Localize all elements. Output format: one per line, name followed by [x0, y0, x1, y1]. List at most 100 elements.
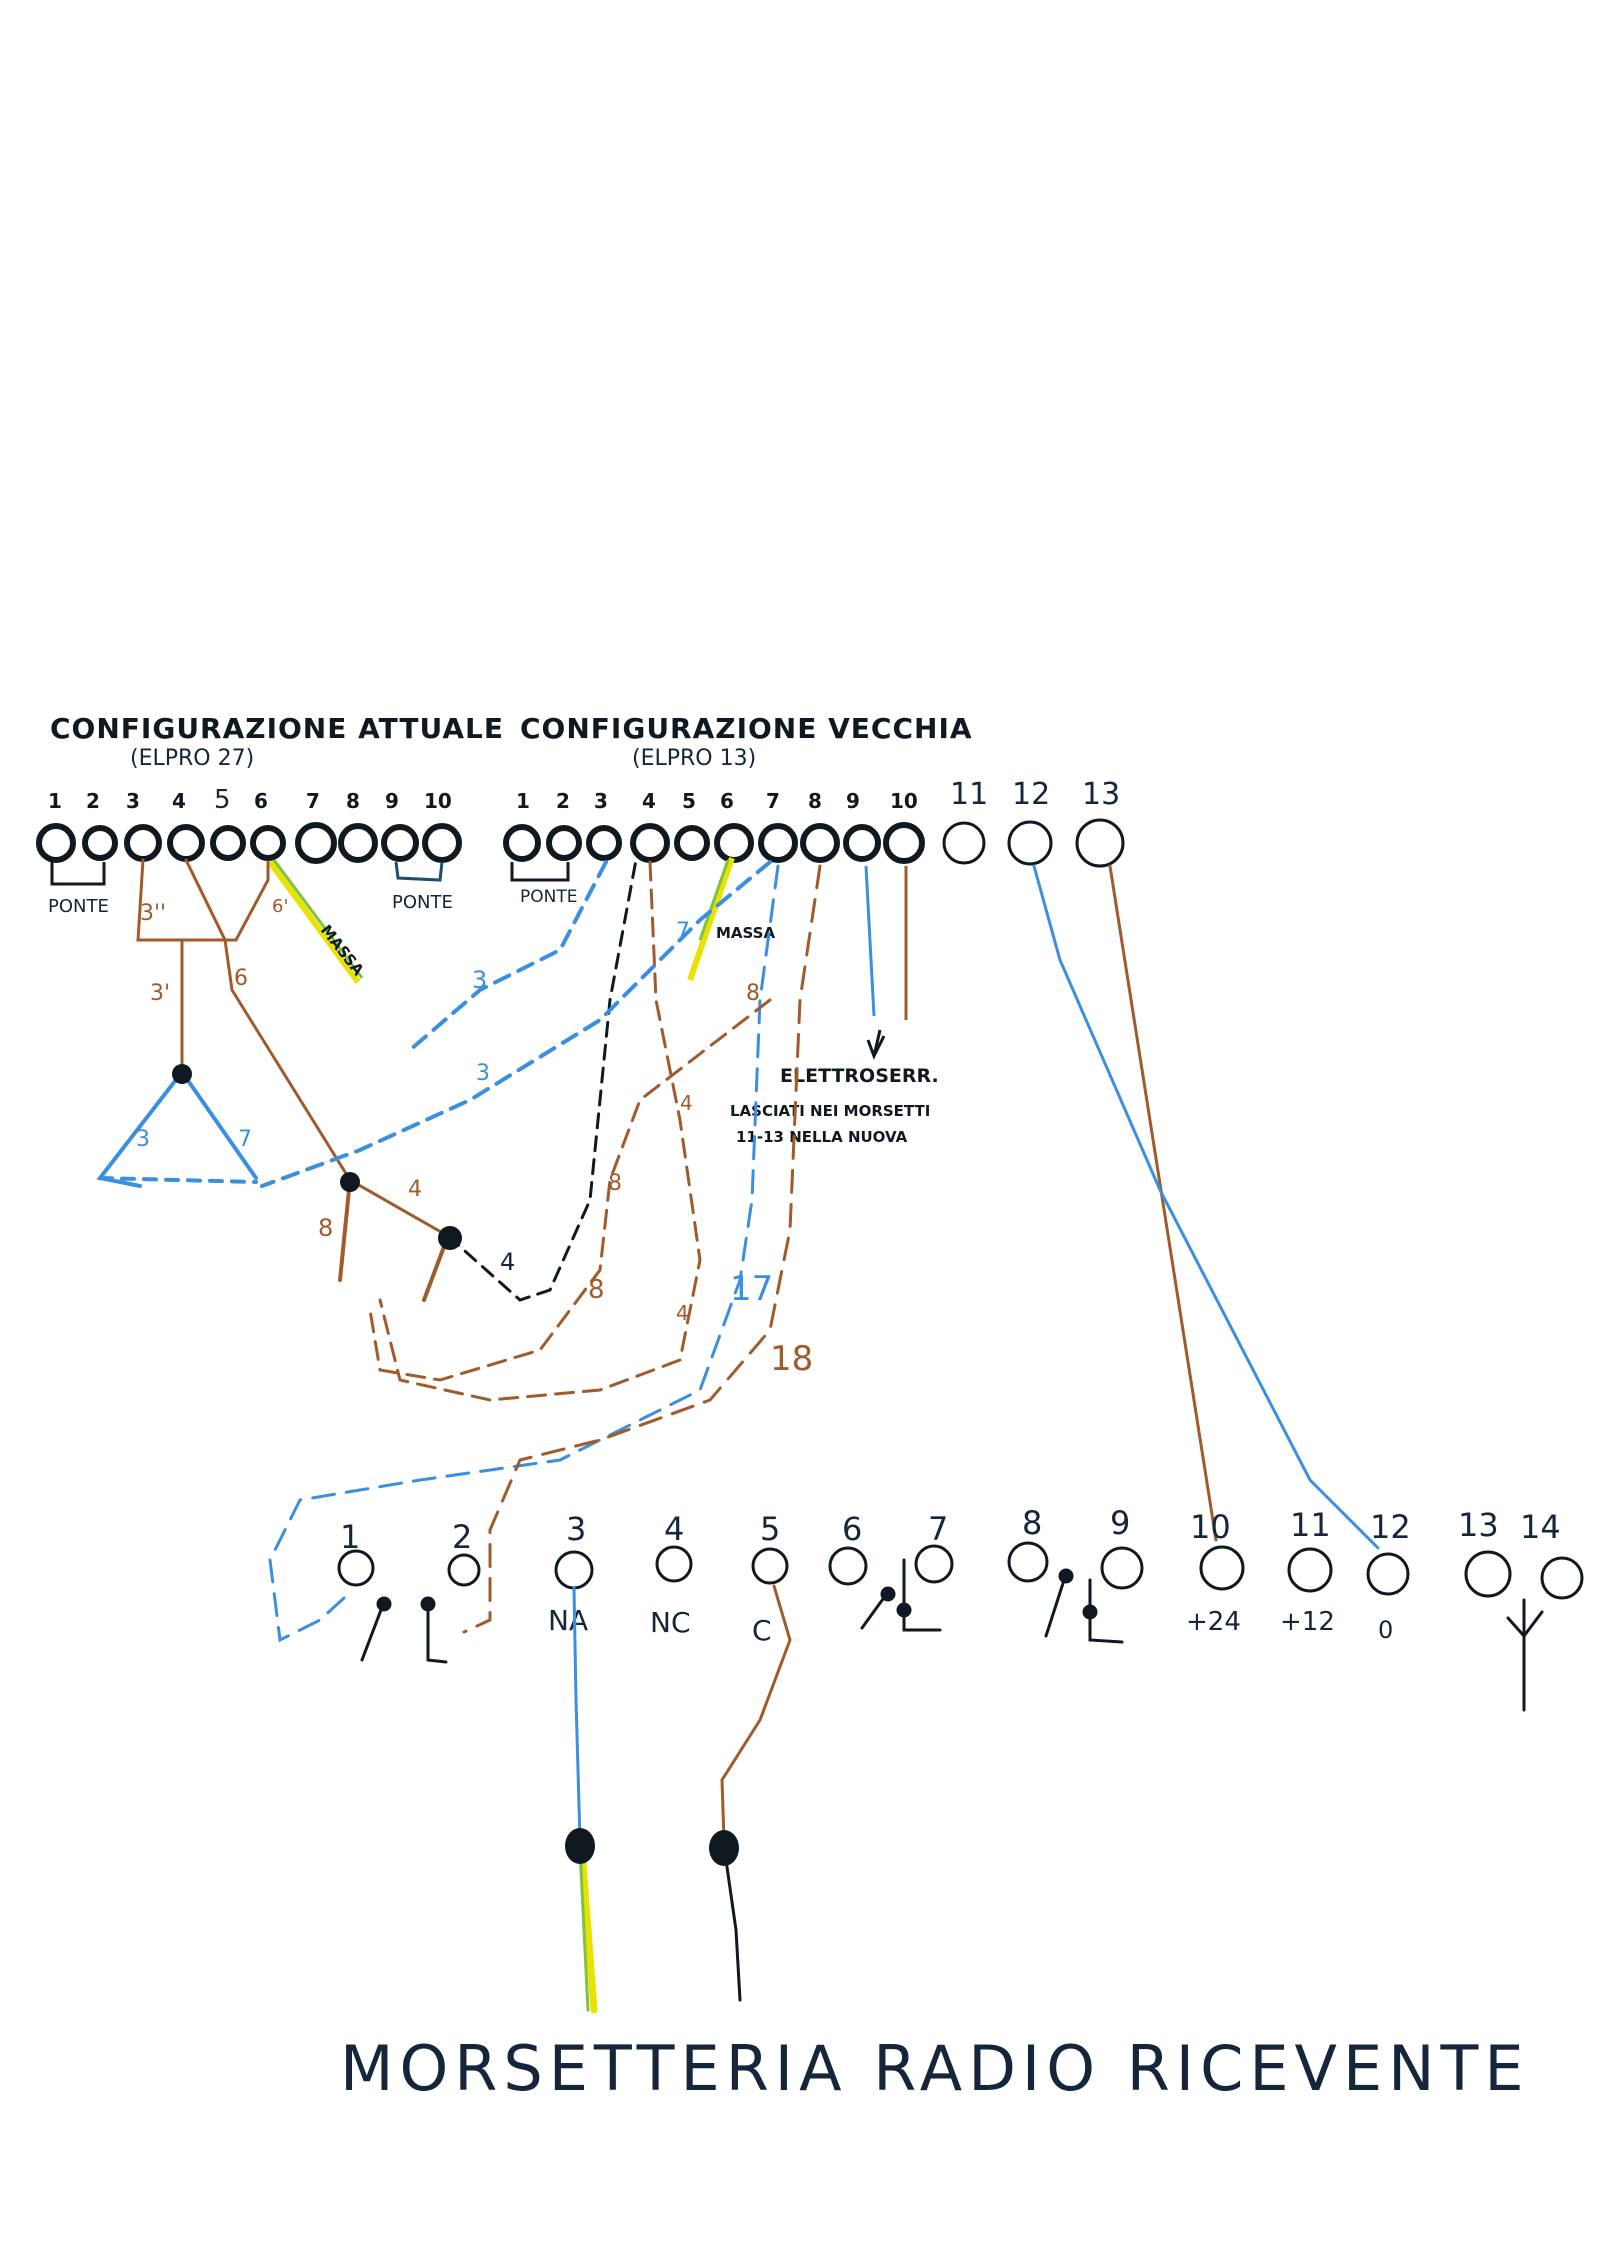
- terminal-number: 9: [846, 789, 860, 813]
- splice-dot: [709, 1830, 739, 1866]
- contact-symbol: [1044, 1572, 1068, 1638]
- wire-label: 6: [234, 966, 248, 991]
- bridge-label: PONTE: [48, 896, 109, 917]
- terminal: [630, 823, 670, 863]
- terminal: [250, 825, 286, 861]
- bridge-wire: [394, 861, 444, 882]
- ground-wire: [272, 859, 364, 979]
- wire-label: 8: [608, 1171, 622, 1196]
- ground-wire: [578, 1848, 590, 2012]
- terminal-number: 6: [842, 1510, 862, 1548]
- power-label-12: +12: [1280, 1607, 1335, 1637]
- terminal-number: 8: [808, 789, 822, 813]
- output-wiring: [572, 1584, 792, 2014]
- junction-dot: [340, 1172, 360, 1192]
- wire-label: 18: [770, 1339, 813, 1379]
- lock-arrow: [866, 1029, 886, 1060]
- terminal-number: 14: [1520, 1508, 1561, 1546]
- contact-dot: [896, 1602, 912, 1618]
- blue-wire: [408, 860, 608, 1052]
- terminal-number: 13: [1458, 1506, 1499, 1544]
- wire-label: 4: [676, 1301, 689, 1325]
- wire-label: 8: [318, 1214, 333, 1242]
- contact-dot: [1058, 1568, 1074, 1584]
- terminal-number: 2: [556, 789, 570, 813]
- contact-symbol: [426, 1600, 448, 1664]
- terminal-number: 13: [1082, 777, 1120, 812]
- terminal-number: 11: [1290, 1506, 1331, 1544]
- old-config-model: (ELPRO 13): [632, 746, 756, 771]
- terminal-number: 8: [1022, 1504, 1042, 1542]
- wire-label: 8: [588, 1275, 605, 1305]
- terminal-number: 7: [928, 1510, 948, 1548]
- junction-dot: [438, 1226, 462, 1250]
- terminal-number: 1: [340, 1518, 360, 1556]
- old-board: 1 2 3 4 5 6 7 8 9 10 11 12 13 P: [503, 777, 1125, 1146]
- contact-label-na: NA: [548, 1604, 588, 1637]
- terminal-number: 4: [172, 789, 186, 813]
- brown-wire: [136, 858, 270, 942]
- wire-label: 4: [408, 1177, 422, 1202]
- terminal: [167, 824, 205, 862]
- blue-wire: [1032, 864, 1380, 1550]
- terminal: [1007, 1541, 1049, 1583]
- terminal-number: 3: [126, 789, 140, 813]
- terminal: [674, 825, 710, 861]
- wire-label: 8: [746, 981, 760, 1006]
- power-label-24: +24: [1186, 1607, 1241, 1637]
- current-config-model: (ELPRO 27): [130, 746, 254, 771]
- terminal-number: 4: [642, 789, 656, 813]
- terminal: [295, 822, 337, 864]
- ground-wire: [578, 1846, 598, 2014]
- brown-wire: [338, 1178, 352, 1282]
- terminal: [210, 825, 246, 861]
- terminal: [337, 1549, 375, 1587]
- wire-label: 7: [676, 919, 690, 944]
- current-config-title: CONFIGURAZIONE ATTUALE: [50, 712, 504, 745]
- old-config-title: CONFIGURAZIONE VECCHIA: [520, 712, 973, 745]
- terminal-number: 2: [86, 789, 100, 813]
- black-wire: [446, 858, 638, 1302]
- terminal-number: 12: [1012, 777, 1050, 812]
- brown-wire: [184, 858, 450, 1238]
- terminal: [554, 1550, 594, 1590]
- antenna-symbol: [1506, 1598, 1544, 1712]
- wire-label: 3: [476, 1061, 490, 1086]
- terminal: [914, 1544, 954, 1584]
- junction-dot: [172, 1064, 192, 1084]
- terminal-number: 5: [760, 1510, 780, 1548]
- terminal-number: 1: [516, 789, 530, 813]
- current-board: 1 2 3 4 5 6 7 8 9 10 PONTE PONTE MASSA: [36, 785, 462, 984]
- bridge-label: PONTE: [392, 892, 453, 913]
- contact-label-c: C: [752, 1614, 772, 1647]
- brown-wire: [378, 860, 702, 1402]
- power-label-0: 0: [1378, 1616, 1393, 1644]
- terminal-number: 6: [254, 789, 268, 813]
- brown-wire: [720, 1584, 792, 1842]
- contact-label-nc: NC: [650, 1606, 691, 1639]
- contact-symbol: [902, 1558, 942, 1632]
- terminal-number: 11: [950, 777, 988, 812]
- terminal: [422, 823, 462, 863]
- ground-wire: [267, 860, 361, 984]
- terminal-number: 9: [385, 789, 399, 813]
- cross-wiring: [260, 860, 1380, 1643]
- terminal-number: 1: [48, 789, 62, 813]
- bridge-wire: [510, 862, 570, 882]
- blue-wire: [180, 1070, 258, 1180]
- terminal-number: 5: [682, 789, 696, 813]
- lock-label: ELETTROSERR.: [780, 1065, 939, 1087]
- wire-label: 3: [136, 1127, 150, 1152]
- terminal: [338, 823, 378, 863]
- wire-label: 3'': [140, 901, 166, 926]
- ground-wire: [687, 857, 735, 981]
- terminal: [714, 823, 754, 863]
- terminal: [828, 1546, 868, 1586]
- terminal: [586, 825, 622, 861]
- wire-label: 4: [680, 1091, 693, 1115]
- terminal: [883, 822, 925, 864]
- contact-dot: [376, 1596, 392, 1612]
- receiver-board: 1 2 3 4 5 6 7 8 9 10 11 12 13 14: [337, 1504, 1584, 1712]
- ground-wire: [698, 859, 730, 941]
